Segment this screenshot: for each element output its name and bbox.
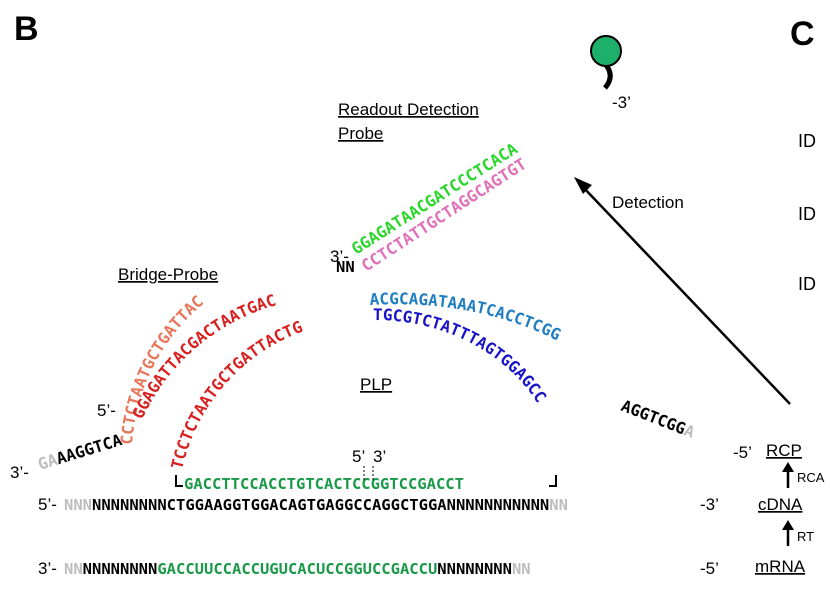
bridge-5prime-end: 5’- (97, 401, 116, 420)
rt-arrow-head (782, 520, 794, 530)
readout-probe-label-line1: Readout Detection (338, 100, 479, 119)
mrna-3prime-end: 3’- (38, 559, 57, 578)
mrna-level-label: mRNA (755, 557, 806, 576)
cdna-sequence: NNNNNNNNNNNCTGGAAGGTGGACAGTGAGGCCAGGCTGG… (64, 496, 568, 514)
panel-label-b: B (14, 10, 39, 48)
id-label-2: ID (798, 204, 816, 224)
fluorophore-dot (590, 35, 622, 67)
rcp-right-5prime-end: -5’ (733, 443, 752, 462)
detection-arrow-head (574, 177, 592, 194)
rcp-left-3prime-end: 3’- (10, 463, 29, 482)
id-label-1: ID (798, 131, 816, 151)
readout-probe-label-line2: Probe (338, 124, 383, 143)
bridge-3prime-end: 3’- (330, 247, 349, 266)
id-label-3: ID (798, 274, 816, 294)
junction-3prime-label: 3’ (373, 447, 386, 466)
mrna-5prime-end: -5’ (700, 559, 719, 578)
detection-label: Detection (612, 193, 684, 212)
readout-green-sequence: GGAGATAACGATCCCTCACA (348, 139, 521, 259)
rcp-level-label: RCP (766, 441, 802, 460)
rcp-left-lead-sequence: GAAAGGTCA (36, 430, 125, 474)
rt-label: RT (797, 529, 814, 544)
plp-left-bracket (175, 475, 183, 487)
cdna-level-label: cDNA (758, 495, 803, 514)
rca-label: RCA (797, 470, 825, 485)
junction-5prime-label: 5’ (352, 447, 365, 466)
detection-arrow-shaft (581, 185, 791, 405)
rcp-tail-sequence: AGGTCGGA (619, 396, 698, 442)
rca-arrow-head (782, 462, 794, 472)
plp-right-bracket (549, 475, 557, 487)
plp-label: PLP (360, 375, 392, 394)
mrna-sequence: NNNNNNNNNNGACCUUCCACCUGUCACUCCGGUCCGACCU… (64, 560, 531, 578)
bridge-probe-label: Bridge-Probe (118, 265, 218, 284)
cdna-5prime-end: 5’- (38, 495, 57, 514)
plp-base-sequence: GACCTTCCACCTGTCACTCCGGTCCGACCT (184, 475, 464, 493)
cdna-3prime-end: -3’ (700, 495, 719, 514)
readout-pink-sequence: CCTCTATTGCTAGGCAGTGT (358, 154, 530, 275)
panel-label-c: C (790, 15, 815, 53)
bridge-nn: NN (336, 258, 355, 276)
readout-3prime-end: -3’ (612, 93, 631, 112)
plp-blue-sequence: TGCGTCTATTTAGTGGAGCC (373, 305, 550, 406)
